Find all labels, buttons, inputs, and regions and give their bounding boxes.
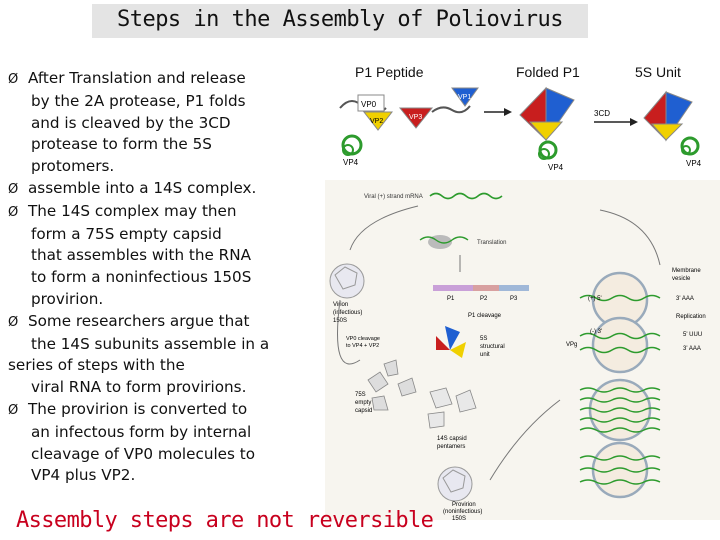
bullet-marker-icon: Ø — [8, 204, 19, 220]
vp3-label: VP3 — [409, 114, 422, 121]
bullet-line: Ø The 14S complex may then — [8, 201, 308, 224]
bullet-continuation: viral RNA to form provirions. — [31, 378, 247, 397]
virion-infectious: (infectious) — [333, 310, 362, 316]
vpg-label: VPg — [566, 342, 577, 348]
poly-u-label: 5' UUU — [683, 332, 702, 338]
vp0-cleavage-sub: to VP4 + VP2 — [346, 343, 379, 349]
bullet-continuation: form a 75S empty capsid — [31, 224, 222, 243]
3cd-label: 3CD — [594, 109, 610, 118]
bullet-continuation: the 14S subunits assemble in a — [31, 334, 270, 353]
bullet-marker-icon: Ø — [8, 72, 19, 87]
footer-note: Assembly steps are not reversible — [16, 508, 434, 533]
bullet-continuation: by the 2A protease, P1 folds — [31, 91, 246, 110]
bullet-text: assemble into a 14S complex. — [28, 178, 257, 197]
p1-cleavage-label: P1 cleavage — [468, 313, 502, 319]
bullet-text: series of steps with the — [8, 356, 185, 375]
mrna-label: Viral (+) strand mRNA — [364, 194, 423, 200]
bullet-continuation: an infectous form by internal — [31, 422, 252, 441]
pentamer-sub: pentamers — [437, 444, 465, 450]
bullet-line: Ø After Translation and release — [8, 68, 308, 91]
replication-label: Replication — [676, 314, 706, 320]
polyprotein-p1: P1 — [447, 296, 455, 302]
bullet-continuation: VP4 plus VP2. — [31, 466, 136, 485]
pentamer-label: 14S capsid — [437, 436, 467, 442]
vp0-label: VP0 — [361, 100, 377, 109]
bullet-text: After Translation and release — [28, 69, 246, 87]
bullet-line: series of steps with the — [8, 355, 308, 377]
bullet-text: The 14S complex may then — [28, 201, 237, 220]
bullet-continuation: cleavage of VP0 molecules to — [31, 444, 256, 463]
plus-strand-label: (+) 5' — [588, 296, 602, 302]
bullet-continuation: that assembles with the RNA — [31, 246, 251, 265]
empty-capsid-75s: 75S — [355, 392, 366, 398]
svg-text:VP4: VP4 — [548, 163, 564, 172]
polyprotein-p3: P3 — [510, 296, 518, 302]
bullet-marker-icon: Ø — [8, 402, 19, 418]
poly-a-label: 3' AAA — [676, 296, 694, 302]
p1-peptide-figure: VP0 VP2 VP3 VP1 VP4 — [339, 87, 479, 167]
bullet-continuation: and is cleaved by the 3CD — [31, 113, 231, 132]
poly-a-label-2: 3' AAA — [683, 346, 701, 352]
slide-title: Steps in the Assembly of Poliovirus — [116, 7, 564, 32]
bullet-text: Some researchers argue that — [28, 311, 250, 330]
vp1-label: VP1 — [458, 94, 471, 101]
title-background — [92, 4, 588, 38]
structural-unit: unit — [480, 352, 490, 358]
structural-5s: 5S — [480, 336, 487, 342]
bullet-continuation: to form a noninfectious 150S — [31, 268, 252, 287]
provirion-noninfectious: (noninfectious) — [443, 509, 482, 515]
5s-unit-figure: VP4 — [643, 90, 702, 168]
structural-text: structural — [480, 344, 505, 350]
provirion-label: Provirion — [452, 502, 476, 508]
bullet-continuation: provirion. — [31, 289, 104, 308]
polyprotein-p2: P2 — [480, 296, 488, 302]
vp0-cleavage-label: VP0 cleavage — [346, 336, 380, 342]
bullet-text: The provirion is converted to — [28, 399, 248, 418]
header-folded-p1: Folded P1 — [516, 64, 580, 80]
translation-label: Translation — [477, 240, 506, 246]
header-p1-peptide: P1 Peptide — [355, 64, 424, 80]
bullet-continuation: protease to form the 5S — [31, 135, 212, 154]
bullet-continuation: protomers. — [31, 157, 115, 176]
minus-strand-label: (-) 3' — [590, 329, 602, 335]
empty-capsid-label: capsid — [355, 408, 372, 414]
folded-p1-figure: VP4 — [519, 86, 575, 172]
svg-text:VP4: VP4 — [686, 159, 702, 168]
membrane-label: Membrane — [672, 268, 701, 274]
vesicle-label: vesicle — [672, 276, 691, 282]
vp2-label: VP2 — [370, 118, 383, 125]
provirion-150s: 150S — [452, 516, 466, 522]
bullet-marker-icon: Ø — [8, 181, 19, 197]
vp4-label: VP4 — [343, 158, 359, 167]
bullet-line: Ø The provirion is converted to — [8, 399, 308, 422]
empty-capsid-empty: empty — [355, 400, 371, 406]
header-5s-unit: 5S Unit — [635, 64, 681, 80]
virion-150s: 150S — [333, 318, 347, 324]
bullet-marker-icon: Ø — [8, 314, 19, 330]
bullet-list: Ø After Translation and release by the 2A … — [8, 68, 308, 487]
bullet-line: Ø Some researchers argue that — [8, 311, 308, 334]
virion-label: Virion — [333, 302, 348, 308]
life-cycle-panel: Viral (+) strand mRNA Translation P1 P2 … — [325, 180, 720, 522]
